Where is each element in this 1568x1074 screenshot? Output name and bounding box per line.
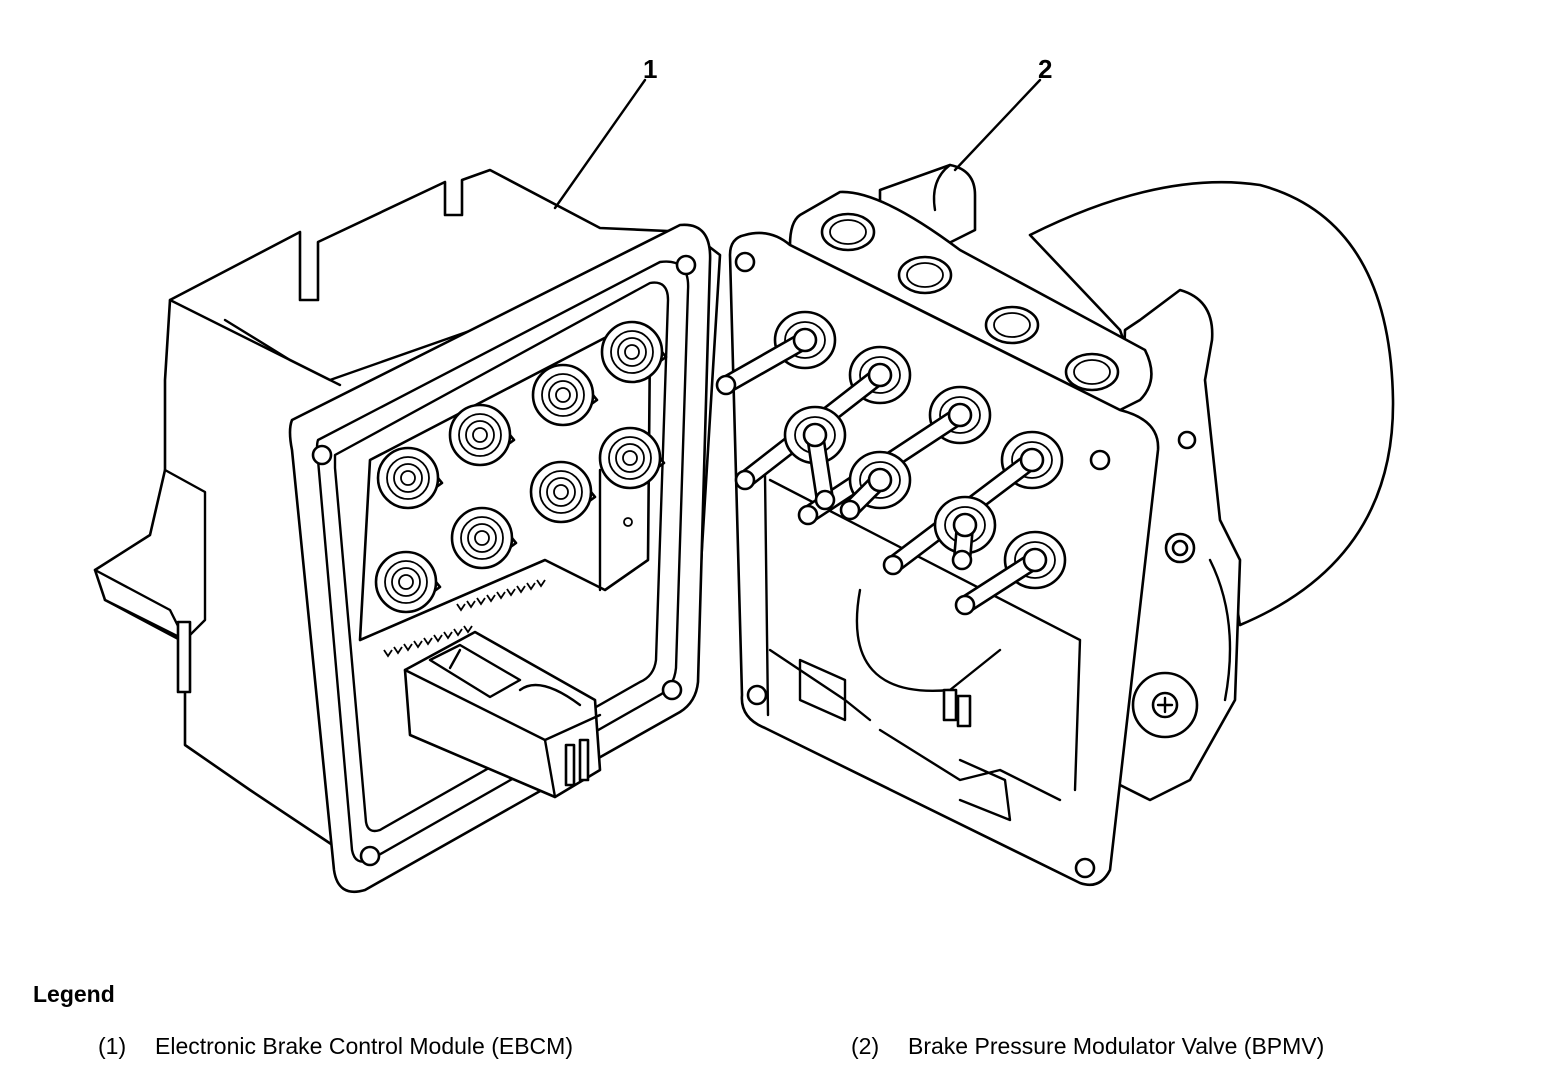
- connector-pin: [466, 600, 476, 609]
- connector-pin: [433, 634, 443, 643]
- legend-item-ebcm: (1) Electronic Brake Control Module (EBCM…: [98, 1033, 573, 1060]
- connector-pin: [393, 646, 403, 655]
- valve-pin: [954, 530, 1067, 616]
- connector-pin: [453, 628, 463, 637]
- solenoid-coil: [529, 460, 597, 524]
- legend-item-number: (1): [98, 1033, 127, 1059]
- bpmv-unit: [715, 163, 1395, 887]
- connector-pin: [463, 625, 473, 634]
- connector-pin: [476, 597, 486, 606]
- exploded-view-diagram: 1 2: [93, 54, 1395, 894]
- solenoid-coil: [376, 446, 444, 510]
- legend-title: Legend: [33, 981, 115, 1007]
- valve-pin: [715, 310, 837, 396]
- solenoid-coil: [600, 320, 668, 384]
- valve-pin: [933, 495, 997, 571]
- connector-pin: [516, 585, 526, 594]
- callout-1-label: 1: [643, 54, 657, 84]
- connector-pin: [443, 631, 453, 640]
- callout-2: 2: [953, 54, 1052, 172]
- legend-item-bpmv: (2) Brake Pressure Modulator Valve (BPMV): [851, 1033, 1324, 1060]
- callout-1: 1: [553, 54, 657, 210]
- solenoid-coil: [374, 550, 442, 614]
- valve-pin: [783, 405, 847, 511]
- connector-pin: [526, 582, 536, 591]
- ebcm-module: [93, 168, 722, 894]
- connector-pin: [403, 643, 413, 652]
- connector-pin: [496, 591, 506, 600]
- valve-pin: [839, 450, 912, 521]
- legend-item-label: Brake Pressure Modulator Valve (BPMV): [908, 1033, 1325, 1059]
- connector-pin: [423, 637, 433, 646]
- connector-pin: [506, 588, 516, 597]
- solenoid-coil: [448, 403, 516, 467]
- connector-pin: [456, 603, 466, 612]
- callout-2-label: 2: [1038, 54, 1052, 84]
- connector-pin: [536, 579, 546, 588]
- legend-item-label: Electronic Brake Control Module (EBCM): [155, 1033, 573, 1059]
- solenoid-coil: [531, 363, 599, 427]
- solenoid-coil: [450, 506, 518, 570]
- legend-item-number: (2): [851, 1033, 880, 1059]
- connector-pin: [383, 649, 393, 658]
- connector-pin: [486, 594, 496, 603]
- solenoid-coil: [598, 426, 666, 490]
- connector-pin: [413, 640, 423, 649]
